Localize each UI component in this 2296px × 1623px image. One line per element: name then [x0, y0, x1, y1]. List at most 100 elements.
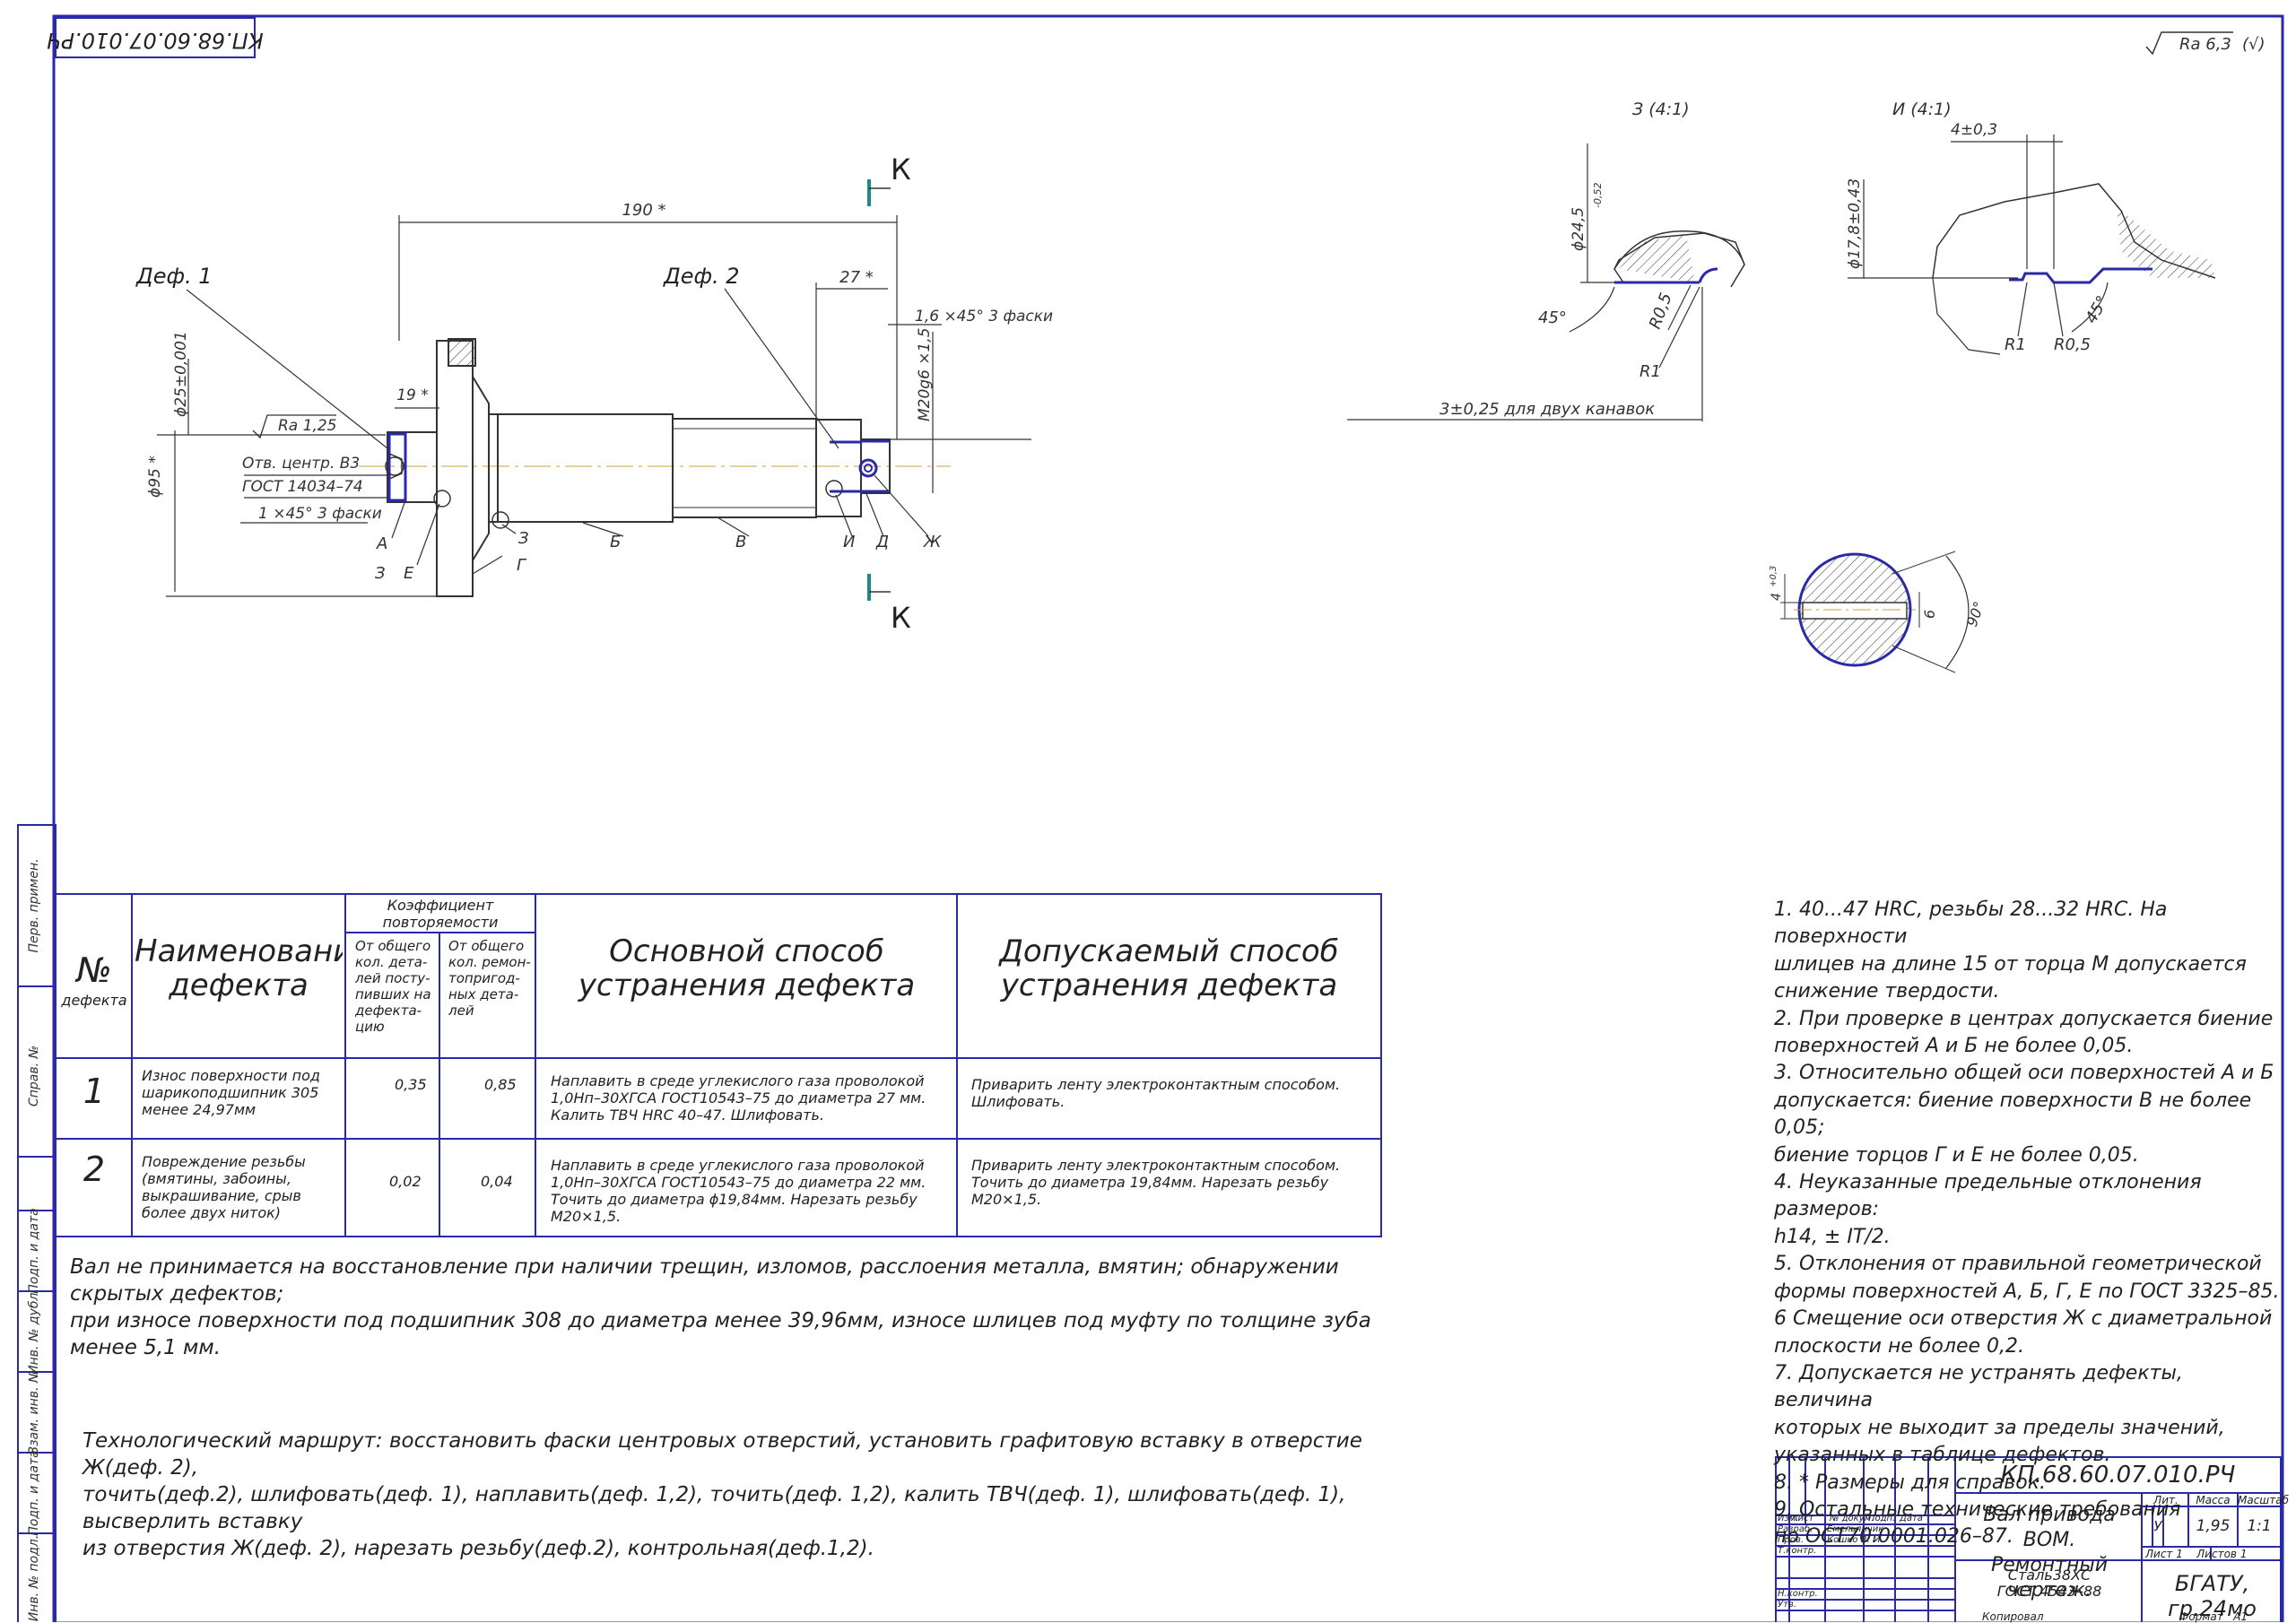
side-label-vzam: Взам. инв. № — [27, 1369, 41, 1454]
center-hole-label-1: Отв. центр. В3 — [242, 455, 360, 473]
note-route: Технологический маршрут: восстановить фа… — [83, 1429, 1362, 1560]
tb-col-sign: Подп. — [1868, 1514, 1896, 1523]
svg-text:4: 4 — [1770, 593, 1784, 601]
side-label-podp2: Подп. и дата — [27, 1450, 41, 1535]
defect-1-label: Деф. 1 — [135, 264, 213, 289]
letter-zh: Ж — [923, 533, 942, 551]
letter-a: А — [376, 534, 387, 553]
shaft-main-view — [359, 338, 951, 597]
row1-c2: 0,85 — [484, 1076, 517, 1093]
center-hole-label-2: ГОСТ 14034–74 — [242, 478, 363, 496]
tb-copied: Копировал — [1982, 1610, 2044, 1623]
tb-role-ncontrol: Н.контр. — [1778, 1589, 1818, 1599]
svg-text:R0,5: R0,5 — [2054, 335, 2091, 354]
detail-z: З (4:1) ϕ24,5 -0,52 45° R0,5 R1 3±0,25 д… — [1347, 100, 1745, 421]
row1-main: Наплавить в среде углекислого газа прово… — [551, 1072, 926, 1124]
row2-name: Повреждение резьбы (вмятины, забоины, вы… — [142, 1153, 306, 1221]
tb-col-doc: № докум. — [1830, 1514, 1874, 1523]
tb-col-izm: Изм. — [1778, 1514, 1799, 1523]
th-main-method: Основной способ устранения дефекта — [578, 934, 916, 1003]
svg-text:И (4:1): И (4:1) — [1892, 100, 1952, 119]
tb-lit: У — [2153, 1518, 2162, 1534]
tb-name-check: Кошко В. М. — [1827, 1535, 1883, 1545]
svg-text:(√): (√) — [2242, 35, 2266, 54]
svg-text:-0,52: -0,52 — [1592, 183, 1604, 208]
letter-i: И — [843, 533, 855, 551]
th-coef-1: От общего кол. дета-лей посту-пивших на … — [355, 938, 431, 1035]
letter-d: Д — [875, 533, 889, 551]
letter-z2: З — [518, 529, 529, 548]
tb-col-date: Дата — [1900, 1514, 1923, 1523]
svg-text:ϕ17,8±0,43: ϕ17,8±0,43 — [1846, 178, 1864, 269]
svg-text:Ra 6,3: Ra 6,3 — [2179, 35, 2231, 54]
side-label-inv-podl: Инв. № подл. — [27, 1535, 41, 1622]
svg-text:+0,3: +0,3 — [1769, 566, 1779, 587]
side-label-perv: Перв. примен. — [27, 858, 41, 952]
th-coef-2: От общего кол. ремон-топригод-ных дета-л… — [448, 938, 531, 1019]
row1-c1: 0,35 — [395, 1076, 427, 1093]
tb-role-approve: Утв. — [1778, 1600, 1796, 1610]
row2-c1: 0,02 — [389, 1173, 422, 1190]
svg-text:6: 6 — [1921, 610, 1938, 619]
row1-no: 1 — [83, 1072, 106, 1111]
th-no: № — [76, 950, 112, 986]
defect-table-grid — [55, 893, 1382, 1237]
top-stamp-box — [55, 17, 256, 58]
note-reject: Вал не принимается на восстановление при… — [70, 1255, 1371, 1359]
svg-text:3±0,25 для двух канавок: 3±0,25 для двух канавок — [1439, 400, 1655, 419]
tb-name: Вал привода ВОМ. Ремонтный чертеж. — [1983, 1504, 2116, 1601]
th-alt-method: Допускаемый способ устранения дефекта — [999, 934, 1339, 1003]
detail-i: И (4:1) 4±0,3 ϕ17,8±0,43 R1 R0,5 45° — [1846, 100, 2216, 355]
svg-text:4±0,3: 4±0,3 — [1951, 121, 1997, 139]
dim-chamfer-right: 1,6 ×45° 3 фаски — [915, 308, 1053, 325]
row2-no: 2 — [83, 1150, 106, 1189]
dim-thread: М20g6 ×1,5 — [916, 327, 934, 421]
tb-h-mass: Масса — [2196, 1494, 2231, 1506]
outer-frame — [52, 14, 2284, 1622]
tb-col-list: Лист — [1791, 1514, 1814, 1523]
tb-mass: 1,95 — [2196, 1517, 2231, 1535]
row2-main: Наплавить в среде углекислого газа прово… — [551, 1157, 926, 1225]
letter-g: Г — [517, 556, 527, 575]
tb-material: Сталь38ХС ГОСТ 4543–88 — [1996, 1567, 2102, 1600]
title-block-grid — [1775, 1456, 2282, 1622]
letter-v: В — [735, 533, 746, 551]
dim-19: 19 * — [396, 386, 429, 404]
section-mark-k: К К — [867, 152, 911, 635]
ra125-label: Ra 1,25 — [278, 417, 337, 435]
svg-text:90°: 90° — [1963, 599, 1988, 629]
svg-text:R1: R1 — [2005, 335, 2026, 354]
svg-text:45°: 45° — [1538, 308, 1567, 327]
tb-name-dev: Емельянчик — [1827, 1524, 1884, 1534]
roughness-general: Ra 6,3 (√) — [2145, 31, 2266, 56]
side-label-inv-dubl: Инв. № дубл. — [27, 1289, 41, 1375]
letter-e: Е — [404, 564, 414, 583]
tb-role-tcontrol: Т.контр. — [1778, 1546, 1817, 1556]
tb-role-dev: Разраб. — [1778, 1524, 1813, 1534]
dim-d25: ϕ25±0,001 — [172, 331, 190, 417]
svg-text:R0,5: R0,5 — [1646, 291, 1676, 332]
row1-alt: Приварить ленту электроконтактным способ… — [971, 1076, 1341, 1110]
svg-text:К: К — [891, 601, 911, 635]
side-label-sprav: Справ. № — [27, 1046, 41, 1107]
svg-text:R1: R1 — [1639, 362, 1661, 381]
tb-h-lit: Лит. — [2153, 1494, 2179, 1506]
top-stamp-code: КП.68.60.07.010.РЧ — [47, 28, 264, 53]
ra125-symbol — [252, 414, 336, 439]
tb-code: КП.68.60.07.010.РЧ — [2000, 1462, 2236, 1488]
row2-c2: 0,04 — [481, 1173, 513, 1190]
row2-alt: Приварить ленту электроконтактным способ… — [971, 1157, 1341, 1208]
dim-d95: ϕ95 * — [146, 456, 164, 498]
th-coef: Коэффициент повторяемости дефекта — [382, 897, 499, 933]
tb-role-check: Пров. — [1778, 1535, 1805, 1545]
side-label-podp1: Подп. и дата — [27, 1208, 41, 1293]
defect-2-label: Деф. 2 — [663, 264, 740, 289]
tb-h-scale: Масштаб — [2238, 1494, 2290, 1506]
tech-requirements: 1. 40...47 HRC, резьбы 28...32 HRC. На п… — [1774, 898, 2280, 1549]
dim-27: 27 * — [839, 268, 874, 287]
svg-text:К: К — [891, 152, 911, 187]
chamfer-left-label: 1 ×45° 3 фаски — [258, 505, 382, 523]
tb-format: Формат А1 — [2179, 1610, 2248, 1623]
row1-name: Износ поверхности под шарикоподшипник 30… — [142, 1067, 320, 1118]
